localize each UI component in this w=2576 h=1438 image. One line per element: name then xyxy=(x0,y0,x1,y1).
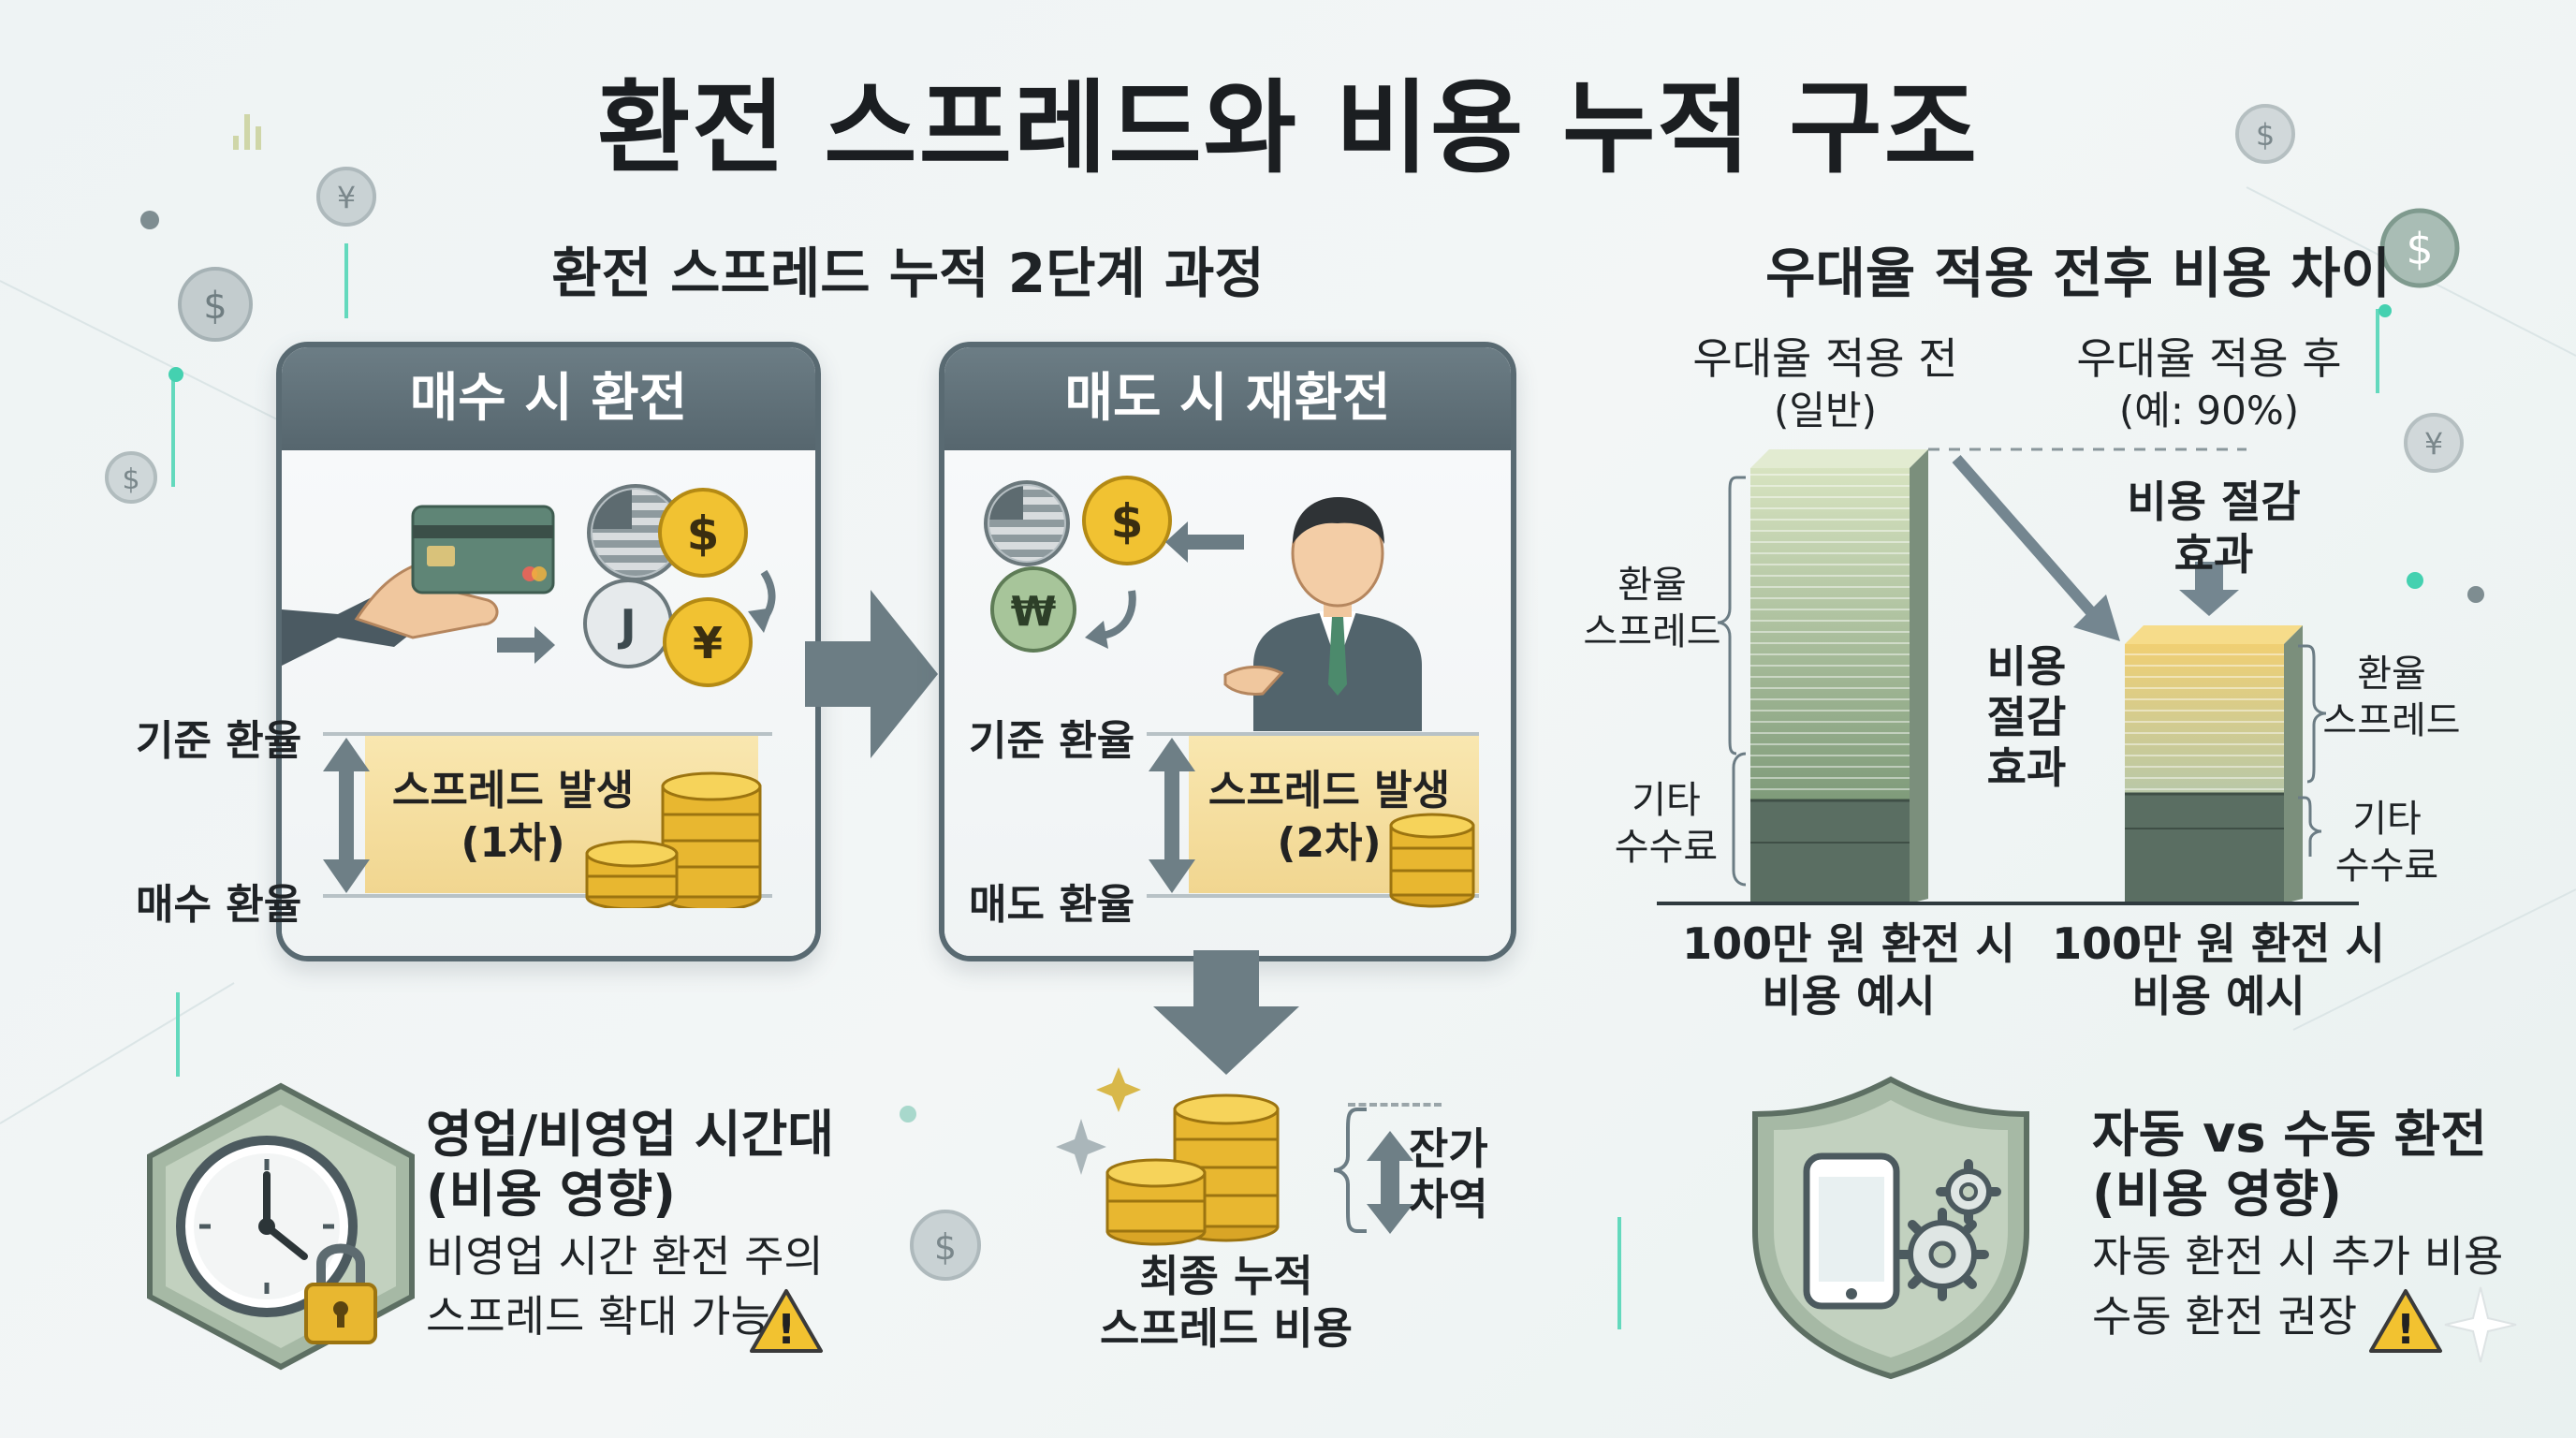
warning-icon: ! xyxy=(750,1289,823,1354)
clock-lock-icon xyxy=(147,1082,415,1371)
after-column-label: 우대율 적용 후 (예: 90%) xyxy=(2076,333,2342,433)
page-title: 환전 스프레드와 비용 누적 구조 xyxy=(596,70,1980,187)
final-diff-top-line xyxy=(1348,1103,1442,1110)
svg-text:$: $ xyxy=(2406,224,2433,274)
buy-coin-stack-icon xyxy=(585,771,762,908)
left-section-heading: 환전 스프레드 누적 2단계 과정 xyxy=(551,242,1265,305)
buy-base-rate-line xyxy=(323,732,772,736)
right-section-heading: 우대율 적용 전후 비용 차이 xyxy=(1765,242,2391,305)
bottom-left-title: 영업/비영업 시간대 (비용 영향) xyxy=(426,1105,834,1224)
svg-text:$: $ xyxy=(1111,494,1144,549)
currency-coins-icon: $ ₩ xyxy=(984,476,1172,653)
svg-text:¥: ¥ xyxy=(337,180,356,215)
svg-text:!: ! xyxy=(2396,1306,2415,1354)
buy-base-rate-label: 기준 환율 xyxy=(136,717,302,765)
sell-rate-label: 매도 환율 xyxy=(969,881,1135,929)
sell-base-rate-line xyxy=(1147,732,1479,736)
sell-panel-header: 매도 시 재환전 xyxy=(944,347,1511,450)
teller-illustration: $ ₩ xyxy=(984,476,1422,731)
before-fee-label: 기타 수수료 xyxy=(1614,779,1719,869)
before-bottom-label: 100만 원 환전 시 비용 예시 xyxy=(1682,918,2015,1021)
before-column-label: 우대율 적용 전 (일반) xyxy=(1692,333,1958,433)
svg-text:¥: ¥ xyxy=(693,618,723,668)
svg-text:!: ! xyxy=(777,1306,796,1354)
svg-text:$: $ xyxy=(934,1226,957,1268)
before-spread-label: 환율 스프레드 xyxy=(1583,564,1721,653)
svg-text:$: $ xyxy=(2256,117,2275,153)
savings-mid-label: 비용 절감 효과 xyxy=(1986,641,2067,793)
hand-card-icon xyxy=(282,505,555,666)
before-bar xyxy=(1750,449,1928,903)
panel-flow-arrow-icon xyxy=(805,590,938,758)
sell-coin-stack-icon xyxy=(1389,813,1475,908)
phone-gear-shield-icon xyxy=(1752,1076,2029,1380)
buy-spread-range-arrow-icon xyxy=(323,738,370,893)
savings-top-label: 비용 절감 효과 xyxy=(2127,477,2301,580)
svg-text:$: $ xyxy=(203,285,227,328)
sell-spread-line2: (2차) xyxy=(1277,819,1382,867)
savings-down-arrow-icon xyxy=(2179,562,2239,616)
sparkle-icon xyxy=(2444,1286,2517,1363)
final-diff-label: 잔가 차역 xyxy=(1409,1123,1488,1225)
buy-spread-line2: (1차) xyxy=(461,819,565,867)
teller-person-icon xyxy=(1223,497,1422,731)
sell-base-rate-label: 기준 환율 xyxy=(969,717,1135,765)
svg-text:$: $ xyxy=(687,506,720,561)
coin-decor-icons: ¥ $ $ $ $ ¥ $ xyxy=(105,104,2464,1281)
svg-text:$: $ xyxy=(122,463,139,496)
savings-diagonal-arrow-icon xyxy=(1952,455,2120,641)
sparkle-icon xyxy=(1096,1067,1141,1112)
buy-spread-line1: 스프레드 발생 xyxy=(391,767,635,814)
final-diff-bracket xyxy=(1333,1108,1367,1233)
buy-rate-line xyxy=(323,894,772,898)
arrow-right-icon xyxy=(497,626,555,664)
currency-coins-icon: $ J ¥ xyxy=(583,484,776,687)
final-flow-arrow-icon xyxy=(1153,950,1299,1075)
svg-text:¥: ¥ xyxy=(2424,426,2443,462)
final-cost-label: 최종 누적 스프레드 비용 xyxy=(1100,1251,1353,1354)
bottom-right-title: 자동 vs 수동 환전 (비용 영향) xyxy=(2092,1105,2487,1224)
cost-comparison-chart xyxy=(1657,448,2359,905)
final-diff-arrow-icon xyxy=(1367,1131,1413,1234)
bottom-left-text: 비영업 시간 환전 주의 스프레드 확대 가능 xyxy=(426,1231,824,1342)
svg-text:J: J xyxy=(617,600,636,651)
sell-spread-line1: 스프레드 발생 xyxy=(1208,767,1451,814)
sell-spread-range-arrow-icon xyxy=(1149,738,1195,893)
after-bar xyxy=(2125,625,2303,903)
bottom-right-text: 자동 환전 시 추가 비용 수동 환전 권장 xyxy=(2092,1231,2504,1342)
after-spread-label: 환율 스프레드 xyxy=(2322,653,2461,742)
warning-icon: ! xyxy=(2369,1289,2442,1354)
card-payment-illustration: $ J ¥ xyxy=(282,484,776,687)
svg-text:₩: ₩ xyxy=(1011,588,1057,636)
buy-panel-header: 매수 시 환전 xyxy=(282,347,815,450)
arrow-left-icon xyxy=(1165,521,1244,563)
final-coin-stack-icon xyxy=(1056,1067,1280,1246)
after-fee-label: 기타 수수료 xyxy=(2334,798,2439,888)
buy-rate-label: 매수 환율 xyxy=(136,881,302,929)
after-bottom-label: 100만 원 환전 시 비용 예시 xyxy=(2052,918,2385,1021)
sell-rate-line xyxy=(1147,894,1479,898)
